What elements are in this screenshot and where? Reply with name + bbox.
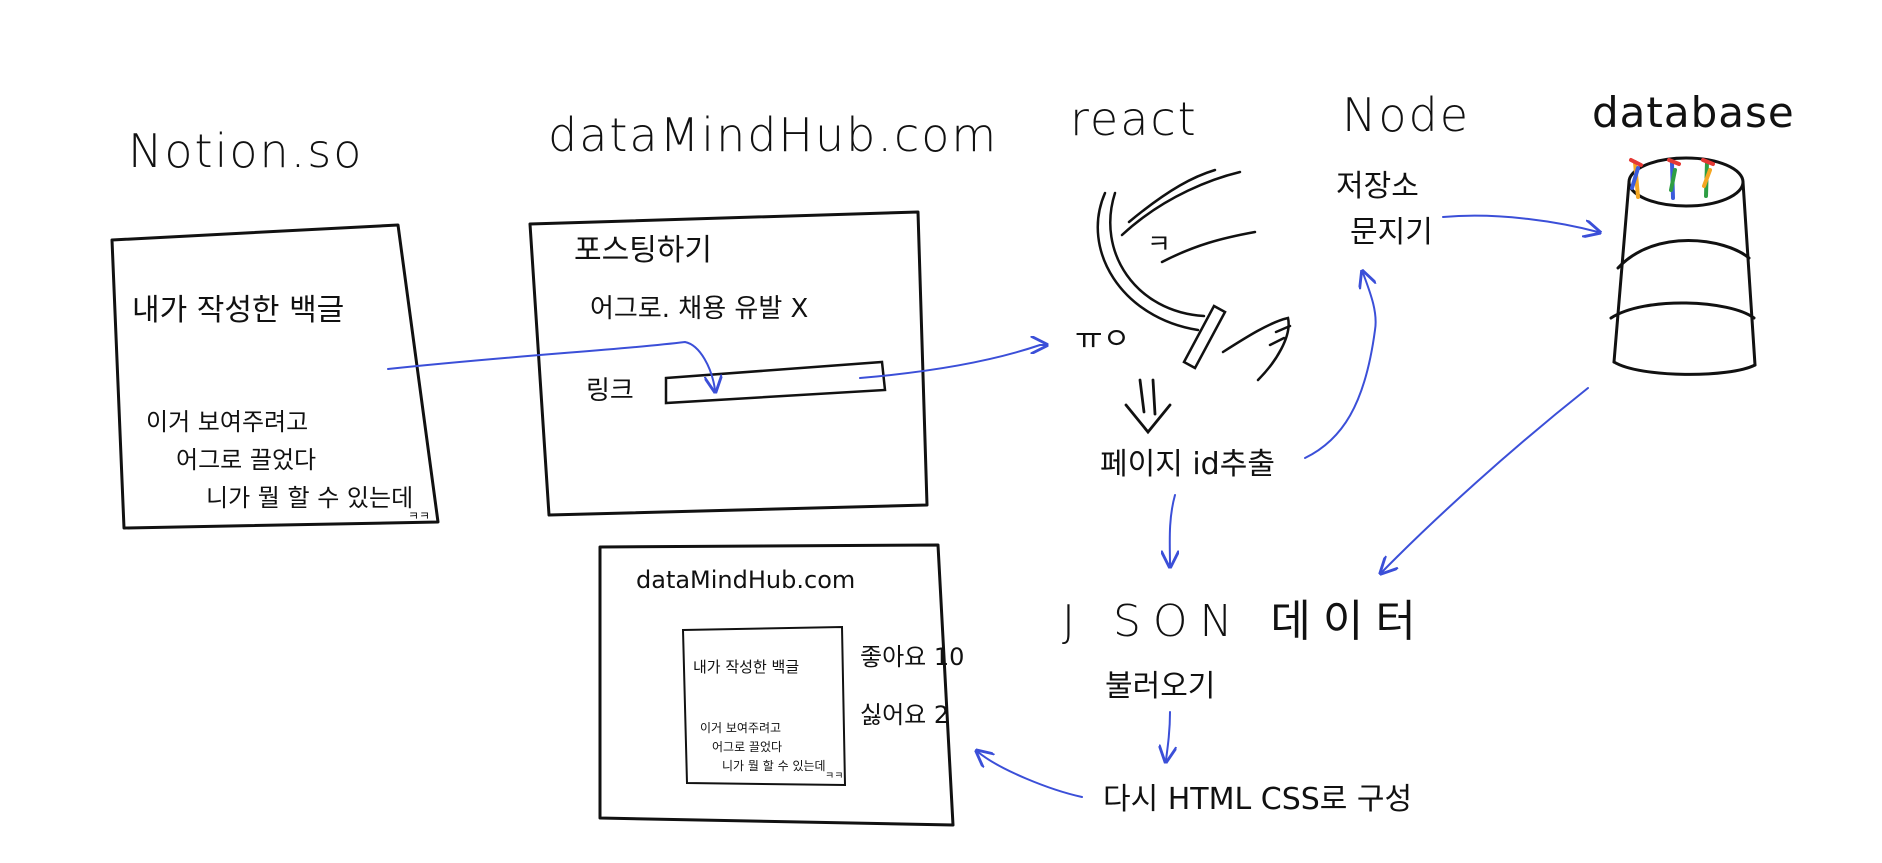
notion-card-laugh: ㅋㅋ [408, 509, 431, 523]
database-title: database [1592, 88, 1795, 137]
result-inner-heading: 내가 작성한 백글 [693, 658, 800, 676]
posting-heading: 포스팅하기 [574, 233, 712, 268]
arrow-database-to-json [1382, 387, 1589, 572]
node-title: Node [1342, 88, 1471, 142]
arrow-notion-to-link [387, 340, 715, 390]
result-inner-line3: 니가 뭘 할 수 있는데 [722, 759, 826, 773]
sword-mark: ㅋ [1147, 230, 1171, 260]
likes-count: 좋아요 10 [860, 643, 965, 671]
arrow-rebuild-to-result [978, 752, 1083, 798]
database-cylinder-icon [1609, 156, 1757, 376]
notion-title: Notion.so [128, 124, 364, 178]
dislikes-count: 싫어요 2 [860, 701, 950, 729]
notion-card-line2: 어그로 끌었다 [176, 446, 317, 474]
sword-icon [1096, 168, 1292, 382]
result-inner-line1: 이거 보여주려고 [700, 721, 782, 735]
notion-card-line3: 니가 뭘 할 수 있는데 [206, 484, 414, 512]
react-title: react [1070, 92, 1198, 146]
result-inner-line2: 어그로 끌었다 [712, 740, 783, 754]
notion-card-frame [110, 223, 440, 530]
notion-card-heading: 내가 작성한 백글 [132, 293, 345, 328]
arrow-json-to-rebuild [1166, 711, 1170, 760]
page-id-extract-label: 페이지 id추출 [1100, 447, 1275, 482]
result-title: dataMindHub.com [636, 566, 856, 594]
down-arrow-icon [1124, 378, 1172, 435]
json-data-label: J SON 데이터 [1062, 596, 1428, 647]
node-line1: 저장소 [1336, 169, 1419, 204]
rebuild-label: 다시 HTML CSS로 구성 [1103, 782, 1413, 817]
graffiti-text: ㅠㅇ [1075, 322, 1131, 357]
flag-icon [1629, 158, 1715, 200]
arrow-extract-to-json [1170, 494, 1175, 565]
link-label: 링크 [586, 376, 634, 406]
result-page-frame [598, 543, 955, 827]
posting-warning: 어그로. 채용 유발 X [590, 294, 809, 324]
node-line2: 문지기 [1350, 215, 1433, 250]
result-embed-frame [681, 625, 847, 787]
json-load-label: 불러오기 [1105, 669, 1216, 704]
result-inner-laugh: ㅋㅋ [825, 771, 844, 782]
arrow-link-to-react [859, 345, 1045, 379]
arrow-extract-to-node [1304, 273, 1377, 459]
notion-card-line1: 이거 보여주려고 [146, 408, 309, 436]
link-input-box [664, 360, 887, 405]
posting-card-frame [528, 210, 929, 517]
arrow-node-to-database [1442, 214, 1598, 232]
site-title: dataMindHub.com [548, 108, 999, 162]
